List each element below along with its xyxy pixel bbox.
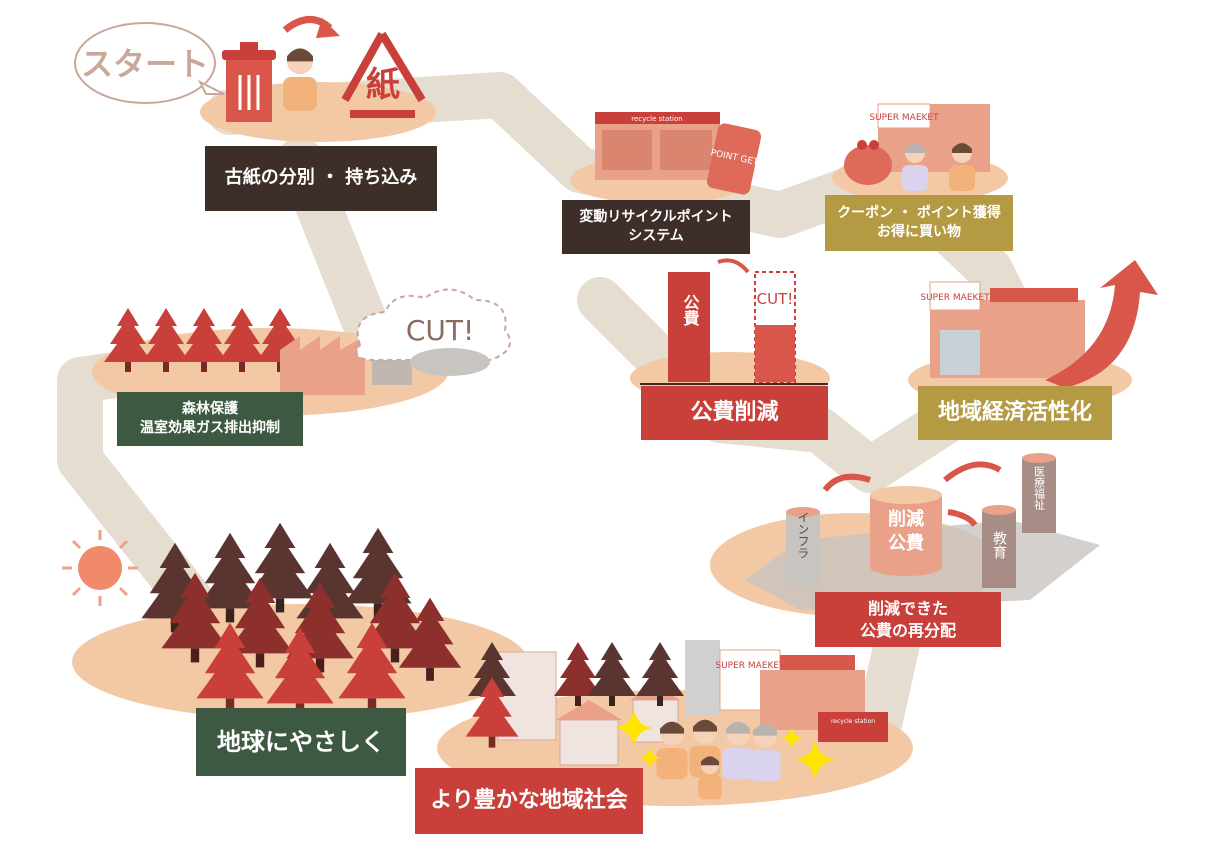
cut-cloud-text: CUT! — [406, 314, 474, 347]
station-sign: recycle station — [631, 115, 682, 123]
step-society-label: より豊かな地域社会 — [415, 768, 643, 834]
supermarket-small: SUPER MAEKET — [869, 103, 990, 172]
step-economy-label: 地域経済活性化 — [918, 386, 1112, 440]
start-bubble-text: スタート — [81, 45, 209, 83]
cylinder-infra-text: インフラ — [796, 511, 810, 559]
trash-can-icon — [222, 42, 276, 122]
supermarket-sign-bottom: SUPER MAEKET — [715, 661, 785, 671]
coin-purse-icon — [844, 140, 892, 185]
public-bar-text: 公費 — [681, 294, 700, 327]
up-arrow-icon — [1045, 260, 1158, 388]
shopper-man — [902, 143, 928, 191]
sun-icon — [62, 530, 138, 606]
redistribute-arrows-icon — [822, 461, 1002, 527]
step-coupon-label: クーポン ・ ポイント獲得 お得に買い物 — [825, 195, 1013, 251]
step-redistribute-label: 削減できた 公費の再分配 — [815, 592, 1001, 647]
cut-bar-text: CUT! — [757, 290, 794, 308]
curved-arrow-head-icon — [316, 18, 340, 38]
step-points-label: 変動リサイクルポイント システム — [562, 200, 750, 254]
cylinder-infra-icon: インフラ — [786, 507, 820, 587]
person-sorting — [283, 48, 317, 111]
step-cut-public-label: 公費削減 — [641, 386, 828, 440]
recycle-mark-text: 紙 — [366, 65, 400, 105]
smartphone-icon: POINT GET! — [706, 123, 763, 195]
step-forest-label: 森林保護 温室効果ガス排出抑制 — [117, 392, 303, 446]
supermarket-sign-small: SUPER MAEKET — [869, 113, 939, 123]
step-earth-label: 地球にやさしく — [196, 708, 406, 776]
cylinder-medical-icon: 医療福祉 — [1022, 453, 1056, 533]
supermarket-large: SUPER MAEKET — [920, 281, 1085, 378]
cylinder-center-icon: 削減公費 — [870, 486, 942, 576]
recycle-arrows-icon — [341, 31, 426, 118]
cylinder-center-text: 削減公費 — [888, 508, 924, 554]
recycle-station-building: recycle station — [595, 112, 720, 180]
cylinder-education-icon: 教育 — [982, 505, 1016, 588]
cylinder-education-text: 教育 — [991, 531, 1007, 559]
shop-sign-bottom: recycle station — [831, 718, 875, 725]
factory-icon — [280, 336, 412, 395]
town-buildings: SUPER MAEKET recycle station — [497, 640, 888, 766]
public-cost-bars: 公費 CUT! — [640, 258, 828, 385]
cloud-icon: CUT! — [355, 288, 511, 376]
start-bubble: スタート — [74, 22, 225, 104]
cylinder-medical-text: 医療福祉 — [1033, 466, 1046, 511]
shopper-woman — [949, 143, 975, 191]
supermarket-sign-large: SUPER MAEKET — [920, 293, 990, 303]
step-sort-label: 古紙の分別 ・ 持ち込み — [205, 146, 437, 211]
